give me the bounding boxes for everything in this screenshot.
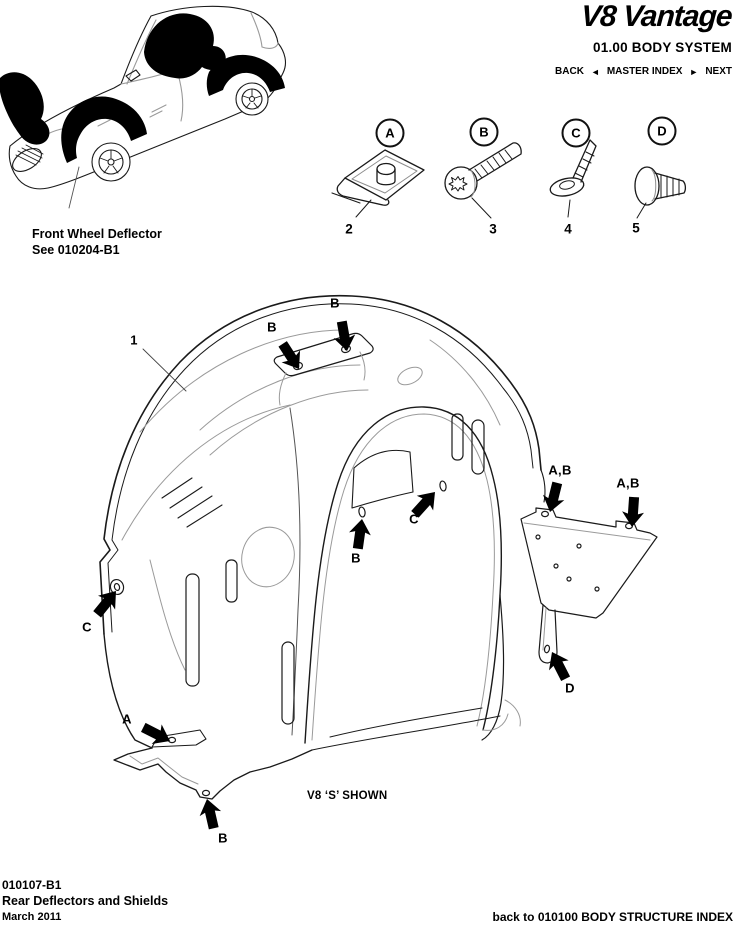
nav-back-link[interactable]: BACK [555,66,584,77]
fastener-number-4: 4 [564,221,572,237]
fastener-illustrations [330,110,710,245]
car-locator-illustration [0,0,300,215]
callout-b-mid: B [351,550,361,566]
fastener-b-drawing [445,143,521,218]
fastener-a-drawing [332,150,424,217]
main-figure-caption: V8 ‘S’ SHOWN [307,790,388,802]
fastener-letter-badge-d: D [647,116,677,146]
fastener-letter-a: A [385,125,395,141]
footer-back-link[interactable]: back to 010100 BODY STRUCTURE INDEX [492,910,733,924]
nav-next-arrow-icon[interactable]: ► [689,66,699,77]
callout-item-1: 1 [130,332,138,348]
brand-logo: V8 Vantage [580,0,734,33]
callout-ab-left: A,B [548,462,572,478]
fastener-c-drawing [549,140,596,217]
footer-doc-number: 010107-B1 [2,878,62,892]
highlighted-wheel-deflectors [0,13,285,163]
callout-b-top-right: B [330,295,340,311]
fastener-letter-badge-c: C [561,118,591,148]
fastener-letter-badge-b: B [469,117,499,147]
fastener-letter-b: B [479,124,489,140]
page-title: 01.00 BODY SYSTEM [593,40,732,55]
callout-b-top-left: B [267,319,277,335]
callout-c-left: C [82,619,92,635]
callout-b-bottom: B [218,830,228,846]
fastener-letter-d: D [657,123,667,139]
nav-next-link[interactable]: NEXT [705,66,732,77]
car-caption-line2: See 010204-B1 [32,243,120,257]
callout-a: A [122,711,132,727]
footer-section-title: Rear Deflectors and Shields [2,894,169,908]
fastener-d-drawing [635,167,685,218]
fastener-letter-c: C [571,125,581,141]
nav-master-index-link[interactable]: MASTER INDEX [606,66,683,77]
callout-d: D [565,680,575,696]
car-caption-line1: Front Wheel Deflector [32,227,162,241]
fastener-letter-badge-a: A [375,118,405,148]
fastener-number-3: 3 [489,221,497,237]
rear-deflector-illustration [87,280,700,832]
nav-bar: BACK ◄ MASTER INDEX ► NEXT [555,66,732,77]
nav-back-arrow-icon[interactable]: ◄ [590,66,600,77]
callout-c-right: C [409,511,419,527]
fastener-number-2: 2 [345,221,353,237]
callout-ab-right: A,B [616,475,640,491]
footer-date: March 2011 [2,911,62,923]
fastener-number-5: 5 [632,220,640,236]
car-figure-caption: Front Wheel Deflector See 010204-B1 [32,226,162,258]
